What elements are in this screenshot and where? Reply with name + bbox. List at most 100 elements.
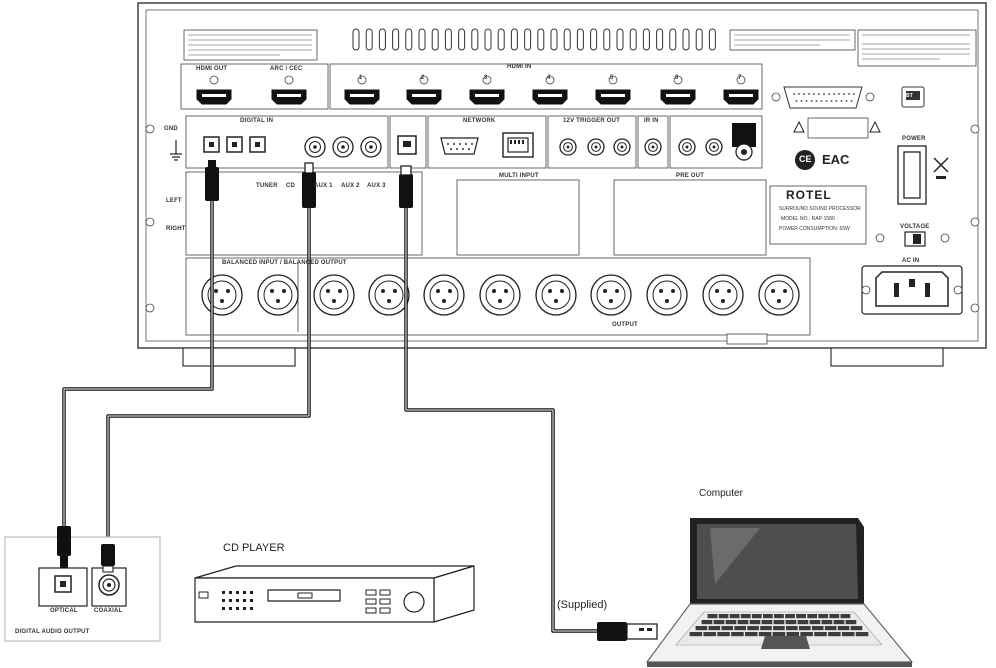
laptop-key bbox=[744, 632, 758, 637]
laptop-key bbox=[717, 632, 730, 637]
laptop-key bbox=[731, 632, 744, 637]
laptop-key bbox=[800, 632, 813, 637]
vent-slot bbox=[418, 28, 426, 51]
supplied-label: (Supplied) bbox=[557, 599, 608, 611]
ac-inlet bbox=[861, 265, 963, 315]
laptop-key bbox=[689, 632, 703, 637]
optical-plug-source bbox=[57, 526, 71, 556]
hdmi-screw bbox=[419, 75, 429, 85]
laptop-key bbox=[758, 632, 772, 637]
vent-slot bbox=[656, 28, 664, 51]
ce-label: CE bbox=[799, 154, 812, 164]
vent-slot bbox=[603, 28, 611, 51]
power-label: POWER bbox=[902, 136, 926, 142]
vent-slot bbox=[629, 28, 637, 51]
ir-in-label: IR IN bbox=[644, 118, 659, 124]
laptop-key bbox=[751, 614, 762, 619]
laptop-key bbox=[773, 620, 785, 625]
ce-logo bbox=[795, 150, 815, 170]
vent-slot bbox=[378, 28, 386, 51]
laptop-key bbox=[737, 620, 749, 625]
hdmi-in-number: 2 bbox=[421, 75, 425, 81]
computer-label: Computer bbox=[699, 488, 743, 499]
analog-input-label: AUX 2 bbox=[341, 183, 360, 189]
hdmi-in-number: 5 bbox=[610, 75, 614, 81]
laptop-key bbox=[703, 632, 716, 637]
analog-input-label: CD bbox=[286, 183, 296, 189]
bluetooth-button bbox=[901, 86, 925, 108]
arc-cec-label: ARC / CEC bbox=[270, 66, 303, 72]
cables bbox=[62, 200, 600, 633]
hdmi-in-number: 4 bbox=[547, 75, 551, 81]
regulatory-text-boxes bbox=[183, 29, 977, 67]
vent-slot bbox=[352, 28, 360, 51]
laptop-key bbox=[729, 614, 740, 619]
digital-in-label: DIGITAL IN bbox=[240, 118, 274, 124]
digital-audio-output-label: DIGITAL AUDIO OUTPUT bbox=[15, 629, 90, 635]
vent-slot bbox=[550, 28, 558, 51]
hdmi-out-label: HDMI OUT bbox=[196, 66, 228, 72]
laptop-key bbox=[845, 620, 857, 625]
vent-slot bbox=[682, 28, 690, 51]
vent-slot bbox=[444, 28, 452, 51]
vent-slot bbox=[616, 28, 624, 51]
ground-terminal bbox=[170, 140, 182, 161]
laptop-key bbox=[701, 620, 713, 625]
optical-inputs bbox=[203, 136, 266, 153]
pre-out-label: PRE OUT bbox=[676, 173, 705, 179]
coaxial-plug-source bbox=[101, 544, 115, 566]
laptop-key bbox=[718, 614, 729, 619]
cable-plugs-receiver bbox=[205, 160, 413, 208]
hdmi-screw bbox=[209, 75, 219, 85]
left-label: LEFT bbox=[166, 198, 182, 204]
laptop-key bbox=[713, 620, 725, 625]
volume-knob bbox=[403, 591, 425, 613]
xlr-section bbox=[185, 257, 811, 336]
laptop-key bbox=[707, 614, 718, 619]
hdmi-screw bbox=[545, 75, 555, 85]
laptop-key bbox=[850, 626, 863, 631]
multi-input-label: MULTI INPUT bbox=[499, 173, 539, 179]
laptop-key bbox=[747, 626, 759, 631]
laptop-key bbox=[734, 626, 746, 631]
laptop-key bbox=[821, 620, 833, 625]
right-foot bbox=[830, 347, 944, 367]
model-label: MODEL NO.: RAP-1580 bbox=[781, 216, 835, 222]
optical-plug bbox=[205, 167, 219, 201]
power-rating-label: POWER CONSUMPTION: 65W bbox=[779, 226, 850, 232]
hdmi-screw bbox=[284, 75, 294, 85]
right-label: RIGHT bbox=[166, 226, 186, 232]
hdmi-in-number: 7 bbox=[738, 75, 742, 81]
hdmi-in-number: 6 bbox=[675, 75, 679, 81]
brand-label: ROTEL bbox=[786, 188, 832, 202]
vent-slot bbox=[497, 28, 505, 51]
vent-slot bbox=[576, 28, 584, 51]
laptop-key bbox=[797, 620, 809, 625]
ventilation-slots bbox=[352, 28, 716, 51]
hdmi-section bbox=[180, 63, 763, 110]
trigger-label: 12V TRIGGER OUT bbox=[563, 118, 621, 124]
laptop-key bbox=[786, 626, 798, 631]
chassis-screws bbox=[145, 124, 980, 313]
laptop-key bbox=[761, 620, 773, 625]
coaxial-port-label: COAXIAL bbox=[94, 608, 123, 614]
laptop-key bbox=[760, 626, 772, 631]
hdmi-screw bbox=[357, 75, 367, 85]
vent-slot bbox=[458, 28, 466, 51]
laptop-key bbox=[855, 632, 869, 637]
laptop-key bbox=[829, 614, 840, 619]
laptop-key bbox=[762, 614, 773, 619]
laptop-key bbox=[774, 614, 784, 619]
multi-input-group bbox=[456, 179, 580, 256]
laptop-key bbox=[818, 614, 829, 619]
serial-label bbox=[726, 333, 768, 345]
rs232-port bbox=[440, 137, 479, 155]
vent-slot bbox=[537, 28, 545, 51]
ac-in-label: AC IN bbox=[902, 258, 920, 264]
vent-slot bbox=[471, 28, 479, 51]
laptop-key bbox=[708, 626, 721, 631]
vent-slot bbox=[365, 28, 373, 51]
vent-slot bbox=[392, 28, 400, 51]
laptop-key bbox=[695, 626, 708, 631]
